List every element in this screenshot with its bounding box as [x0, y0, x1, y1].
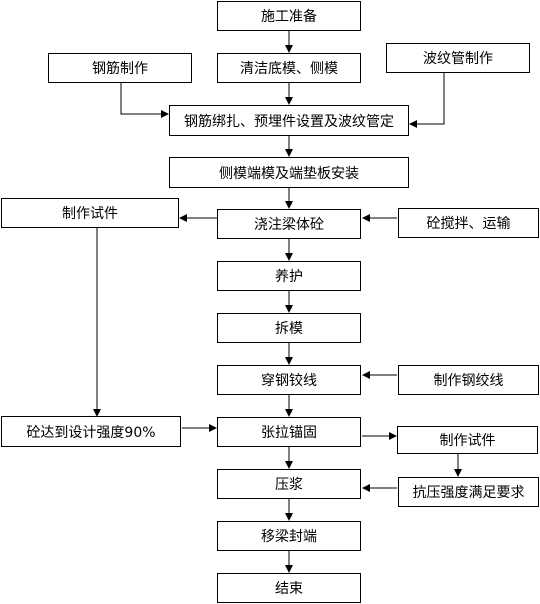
step-end: 结束 — [217, 573, 361, 603]
step-clean-forms: 清洁底模、侧模 — [217, 53, 361, 83]
step-grouting: 压浆 — [217, 469, 361, 499]
step-move-beam: 移梁封端 — [217, 521, 361, 551]
step-duct-fabrication: 波纹管制作 — [386, 43, 530, 73]
arrow-rebar-to-binding — [120, 83, 169, 118]
step-rebar-fabrication: 钢筋制作 — [48, 53, 192, 83]
step-rebar-binding: 钢筋绑扎、预埋件设置及波纹管定 — [169, 105, 409, 136]
step-side-form-install: 侧模端模及端垫板安装 — [169, 157, 409, 188]
step-compressive-strength: 抗压强度满足要求 — [398, 477, 539, 507]
step-strength-90: 砼达到设计强度90% — [1, 416, 181, 447]
step-demold: 拆模 — [217, 313, 361, 343]
arrow-duct-to-binding — [409, 73, 445, 128]
step-make-strand: 制作钢绞线 — [398, 365, 539, 395]
step-curing: 养护 — [217, 261, 361, 291]
step-make-specimen-2: 制作试件 — [397, 426, 538, 454]
step-concrete-mixing: 砼搅拌、运输 — [398, 208, 539, 238]
step-make-specimen: 制作试件 — [1, 198, 179, 228]
step-thread-strand: 穿钢铰线 — [217, 365, 361, 395]
step-pour-concrete: 浇注梁体砼 — [217, 209, 361, 239]
step-construction-prep: 施工准备 — [217, 1, 361, 31]
step-tension-anchor: 张拉锚固 — [217, 417, 361, 447]
